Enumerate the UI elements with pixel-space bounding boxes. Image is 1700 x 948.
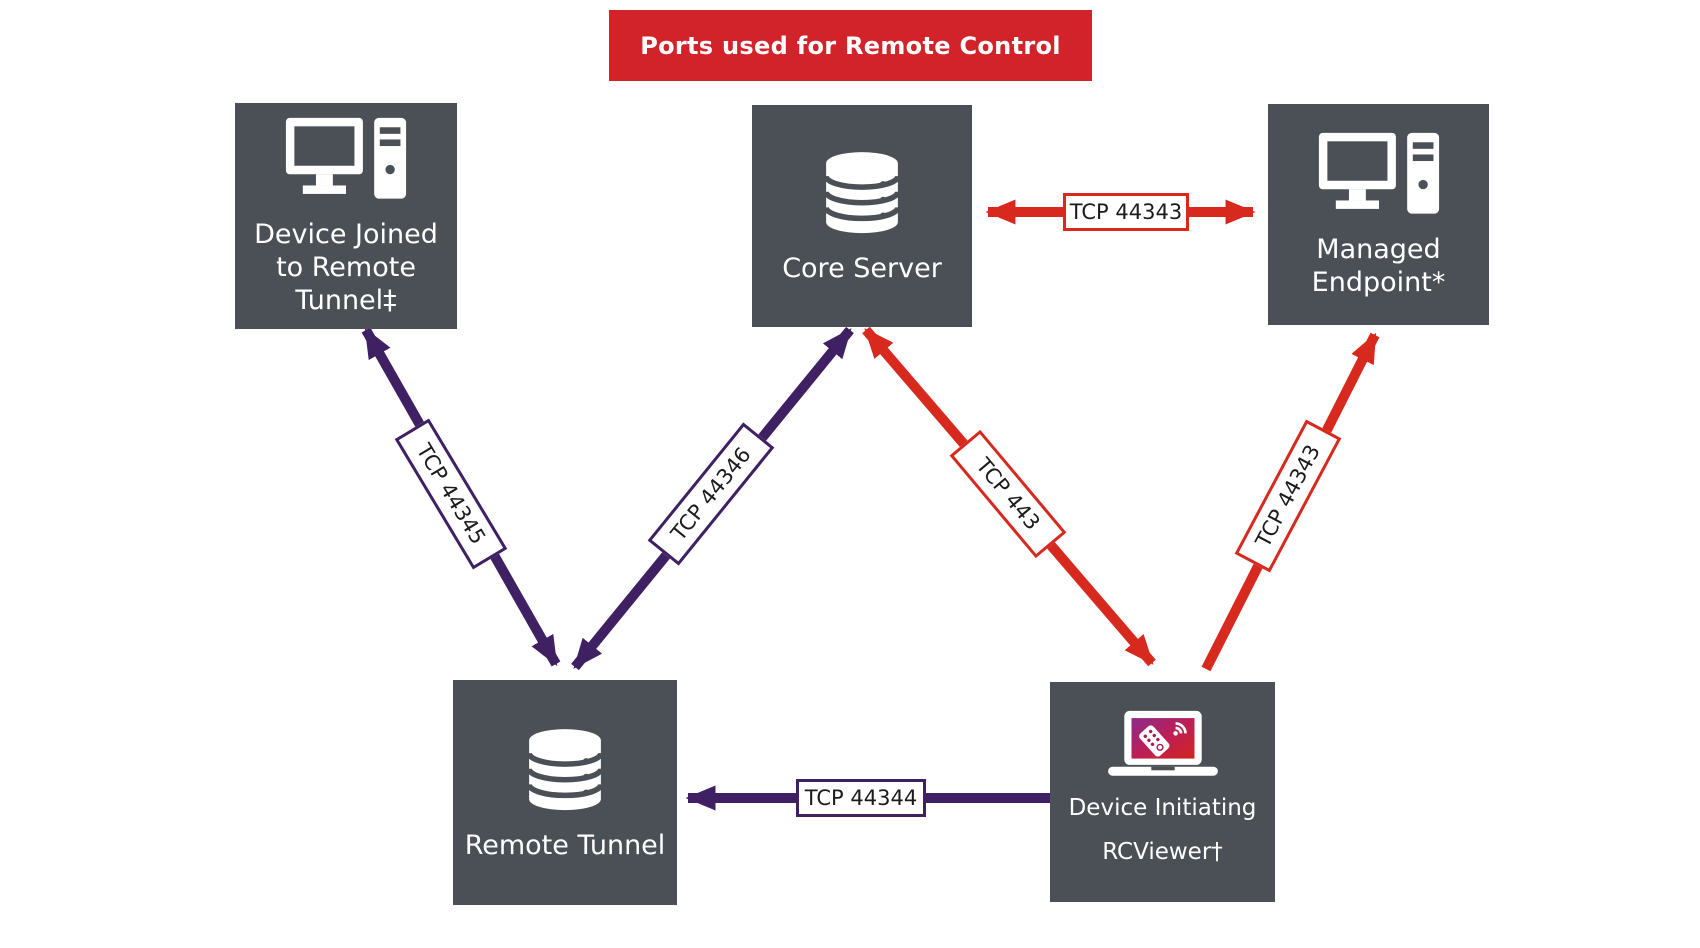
node-core-server: Core Server xyxy=(752,105,972,327)
node-label: Device Joined to Remote Tunnel‡ xyxy=(254,218,438,316)
node-label: Remote Tunnel xyxy=(464,829,666,861)
node-device-joined-tunnel: Device Joined to Remote Tunnel‡ xyxy=(235,103,457,329)
port-label-tcp-44344: TCP 44344 xyxy=(796,779,926,817)
node-managed-endpoint: Managed Endpoint* xyxy=(1268,104,1489,325)
laptop-rcviewer-icon xyxy=(1107,710,1218,776)
node-label: Core Server xyxy=(782,253,942,284)
desktop-computer-icon xyxy=(1318,132,1439,214)
database-icon xyxy=(823,152,901,234)
desktop-computer-icon xyxy=(285,117,407,199)
port-label-tcp-44343-horizontal: TCP 44343 xyxy=(1063,193,1189,231)
diagram-title: Ports used for Remote Control xyxy=(640,31,1061,60)
node-label: Managed Endpoint* xyxy=(1311,233,1446,298)
node-device-initiating-rcviewer: Device Initiating RCViewer† xyxy=(1050,682,1275,902)
remote-control-glyph xyxy=(1138,725,1169,757)
diagram-title-banner: Ports used for Remote Control xyxy=(609,10,1092,81)
wifi-waves-glyph xyxy=(1172,722,1187,736)
database-icon xyxy=(526,728,604,810)
node-remote-tunnel: Remote Tunnel xyxy=(453,680,677,905)
node-label: Device Initiating RCViewer† xyxy=(1068,795,1257,865)
